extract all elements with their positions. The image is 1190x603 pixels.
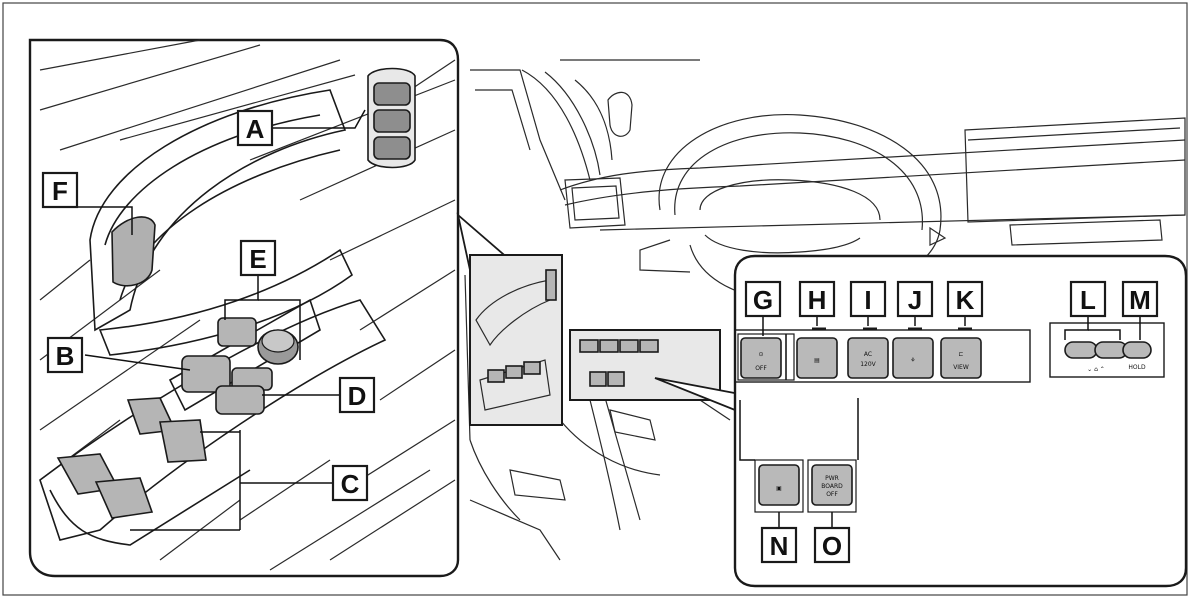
n-button bbox=[758, 464, 800, 506]
memory-switch-1 bbox=[373, 82, 411, 106]
svg-text:AC: AC bbox=[864, 351, 872, 358]
svg-text:⌄ ⌂ ⌃: ⌄ ⌂ ⌃ bbox=[1087, 366, 1105, 373]
svg-text:▤: ▤ bbox=[814, 357, 820, 364]
door-detail bbox=[469, 254, 563, 426]
label-l-text: L bbox=[1080, 285, 1096, 315]
svg-text:▣: ▣ bbox=[776, 485, 782, 492]
k-button bbox=[940, 337, 982, 379]
svg-text:HOLD: HOLD bbox=[1128, 364, 1146, 371]
label-i-text: I bbox=[864, 285, 871, 315]
label-m: M bbox=[1121, 280, 1159, 318]
label-b-text: B bbox=[56, 341, 75, 371]
label-j-text: J bbox=[908, 285, 922, 315]
svg-text:⚘: ⚘ bbox=[910, 357, 915, 364]
door-handle bbox=[111, 216, 156, 287]
door-panel-inset bbox=[28, 38, 460, 578]
label-g: G bbox=[744, 280, 782, 318]
mirror-select-switch bbox=[217, 317, 257, 347]
m-button bbox=[1122, 341, 1152, 359]
label-d-text: D bbox=[348, 381, 367, 411]
label-k: K bbox=[946, 280, 984, 318]
label-g-text: G bbox=[753, 285, 773, 315]
label-d: D bbox=[338, 376, 376, 414]
label-i: I bbox=[849, 280, 887, 318]
g-button bbox=[740, 337, 782, 379]
i-button bbox=[847, 337, 889, 379]
label-h-text: H bbox=[808, 285, 827, 315]
svg-text:OFF: OFF bbox=[826, 491, 838, 498]
window-switch-rear-right bbox=[159, 419, 207, 463]
svg-text:⊏: ⊏ bbox=[958, 351, 963, 358]
leader-lines bbox=[77, 109, 1141, 531]
label-f: F bbox=[41, 171, 79, 209]
label-o: O bbox=[813, 526, 851, 564]
svg-text:VIEW: VIEW bbox=[953, 364, 969, 371]
label-f-text: F bbox=[52, 176, 68, 206]
label-c-text: C bbox=[341, 469, 360, 499]
label-o-text: O bbox=[822, 531, 842, 561]
label-e: E bbox=[239, 239, 277, 277]
label-b: B bbox=[46, 336, 84, 374]
svg-text:120V: 120V bbox=[860, 361, 876, 368]
label-a: A bbox=[236, 109, 274, 147]
j-button bbox=[892, 337, 934, 379]
label-n-text: N bbox=[770, 531, 789, 561]
l-button-left bbox=[1064, 341, 1098, 359]
window-lock-switch bbox=[181, 355, 231, 393]
label-k-text: K bbox=[956, 285, 975, 315]
svg-text:PWR: PWR bbox=[825, 475, 839, 482]
label-a-text: A bbox=[246, 114, 265, 144]
label-h: H bbox=[798, 280, 836, 318]
dashboard-scene bbox=[464, 59, 1186, 561]
label-m-text: M bbox=[1129, 285, 1151, 315]
label-n: N bbox=[760, 526, 798, 564]
svg-text:BOARD: BOARD bbox=[821, 483, 843, 490]
label-c: C bbox=[331, 464, 369, 502]
window-switch-front-right bbox=[94, 477, 154, 519]
label-e-text: E bbox=[249, 244, 266, 274]
label-j: J bbox=[896, 280, 934, 318]
h-button bbox=[796, 337, 838, 379]
svg-text:OFF: OFF bbox=[755, 365, 767, 372]
memory-switch-2 bbox=[373, 109, 411, 133]
svg-text:⊙: ⊙ bbox=[758, 351, 763, 358]
dash-panel-inset: ⊙ OFF ▤ AC 120V ⚘ ⊏ VIEW ⌄ ⌂ ⌃ HOLD ▣ P bbox=[733, 254, 1188, 588]
switch-d-lower bbox=[215, 385, 265, 415]
label-l: L bbox=[1069, 280, 1107, 318]
o-button bbox=[811, 464, 853, 506]
memory-switch-3 bbox=[373, 136, 411, 160]
